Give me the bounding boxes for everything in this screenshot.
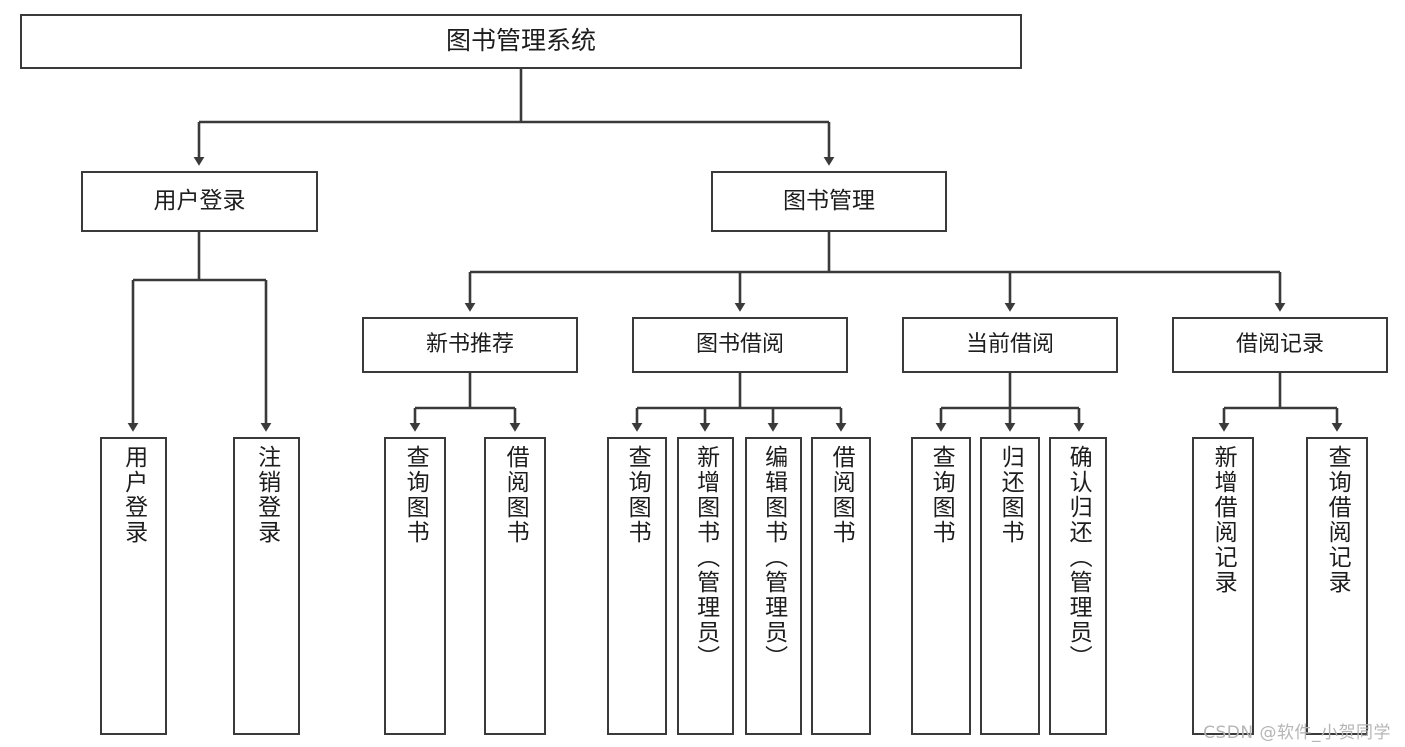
node-label: 用户登录 [153,188,246,215]
leaf-add-book-admin[interactable]: 新增图书（管理员） [677,437,734,735]
node-label: 新增图书（管理员） [692,445,719,670]
node-label: 新增借阅记录 [1210,445,1237,595]
node-label: 图书借阅 [695,332,784,358]
node-label: 当前借阅 [965,332,1054,358]
node-label: 查询图书 [624,445,651,545]
node-label: 新书推荐 [425,332,514,358]
node-label: 归还图书 [997,445,1024,545]
node-label: 图书管理系统 [445,26,596,56]
node-label: 借阅记录 [1235,332,1324,358]
node-label: 借阅图书 [828,445,855,545]
node-root-system[interactable]: 图书管理系统 [20,14,1022,69]
leaf-return-book[interactable]: 归还图书 [980,437,1040,735]
node-new-book-recommend[interactable]: 新书推荐 [362,317,578,373]
leaf-borrow-book-recommend[interactable]: 借阅图书 [484,437,546,735]
leaf-confirm-return-admin[interactable]: 确认归还（管理员） [1049,437,1107,735]
node-current-borrow[interactable]: 当前借阅 [902,317,1118,373]
csdn-watermark: CSDN @软件_小贺同学 [1203,723,1391,743]
leaf-query-book-borrow[interactable]: 查询图书 [607,437,667,735]
node-label: 查询图书 [928,445,955,545]
leaf-query-book-current[interactable]: 查询图书 [911,437,971,735]
node-label: 编辑图书（管理员） [760,445,787,670]
leaf-user-logout[interactable]: 注销登录 [233,437,300,735]
leaf-query-book-recommend[interactable]: 查询图书 [384,437,446,735]
node-user-login[interactable]: 用户登录 [81,171,318,232]
node-label: 图书管理 [783,188,875,215]
node-label: 用户登录 [120,445,147,545]
node-book-borrow[interactable]: 图书借阅 [632,317,848,373]
node-label: 查询图书 [402,445,429,545]
node-borrow-history[interactable]: 借阅记录 [1172,317,1388,373]
leaf-borrow-book[interactable]: 借阅图书 [811,437,871,735]
leaf-add-borrow-record[interactable]: 新增借阅记录 [1192,437,1254,735]
node-label: 确认归还（管理员） [1065,445,1092,670]
node-label: 注销登录 [253,445,280,545]
node-label: 查询借阅记录 [1324,445,1351,595]
leaf-user-login[interactable]: 用户登录 [100,437,167,735]
node-book-management[interactable]: 图书管理 [711,171,947,232]
leaf-edit-book-admin[interactable]: 编辑图书（管理员） [745,437,802,735]
node-label: 借阅图书 [502,445,529,545]
leaf-query-borrow-record[interactable]: 查询借阅记录 [1306,437,1368,735]
